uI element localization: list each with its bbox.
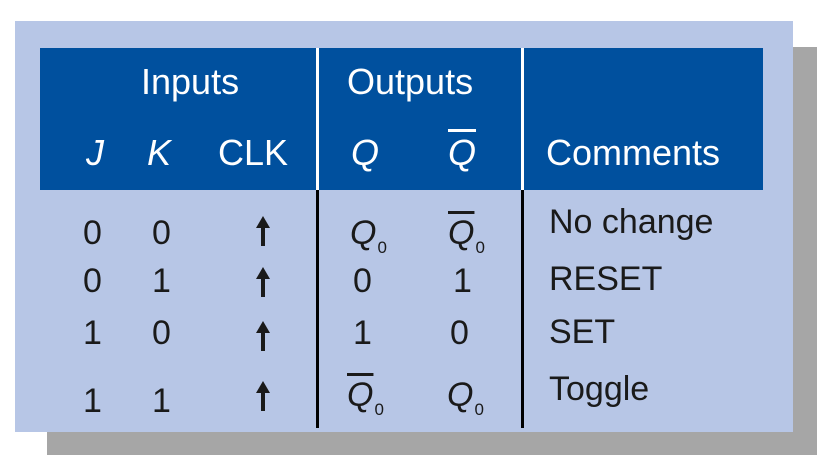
cell-j: 0 xyxy=(83,214,102,252)
cell-k: 1 xyxy=(152,262,171,300)
cell-q-complement: Q0 xyxy=(447,376,484,419)
table-header xyxy=(40,48,763,190)
column-header-k: K xyxy=(147,132,172,173)
cell-j: 1 xyxy=(83,382,102,420)
rising-edge-arrow-icon xyxy=(256,321,270,351)
cell-q-complement: Q0 xyxy=(448,214,485,257)
header-group-outputs: Outputs xyxy=(347,61,474,102)
header-group-inputs: Inputs xyxy=(141,61,240,102)
cell-comment: RESET xyxy=(549,260,663,298)
rising-edge-arrow-icon xyxy=(256,381,270,411)
cell-q: Q0 xyxy=(350,214,387,257)
body-divider-inputs-outputs xyxy=(316,190,319,428)
rising-edge-arrow-icon xyxy=(256,267,270,297)
cell-q: 0 xyxy=(353,262,372,300)
column-header-q-complement: Q xyxy=(448,132,477,173)
cell-k: 1 xyxy=(152,382,171,420)
column-header-comments: Comments xyxy=(546,132,721,173)
rising-edge-arrow-icon xyxy=(256,216,270,246)
header-divider-inputs-outputs xyxy=(316,48,319,190)
cell-q: 1 xyxy=(353,314,372,352)
cell-comment: SET xyxy=(549,313,616,351)
cell-q-complement: 0 xyxy=(450,314,469,352)
cell-comment: Toggle xyxy=(549,370,650,408)
cell-comment: No change xyxy=(549,203,714,241)
column-header-clk: CLK xyxy=(218,132,289,173)
cell-k: 0 xyxy=(152,314,171,352)
cell-q-complement: 1 xyxy=(453,262,472,300)
body-divider-outputs-comments xyxy=(521,190,524,428)
cell-k: 0 xyxy=(152,214,171,252)
cell-j: 0 xyxy=(83,262,102,300)
cell-q: Q0 xyxy=(347,376,384,419)
header-divider-outputs-comments xyxy=(521,48,524,190)
column-header-j: J xyxy=(86,132,104,173)
cell-j: 1 xyxy=(83,314,102,352)
column-header-q: Q xyxy=(351,132,380,173)
